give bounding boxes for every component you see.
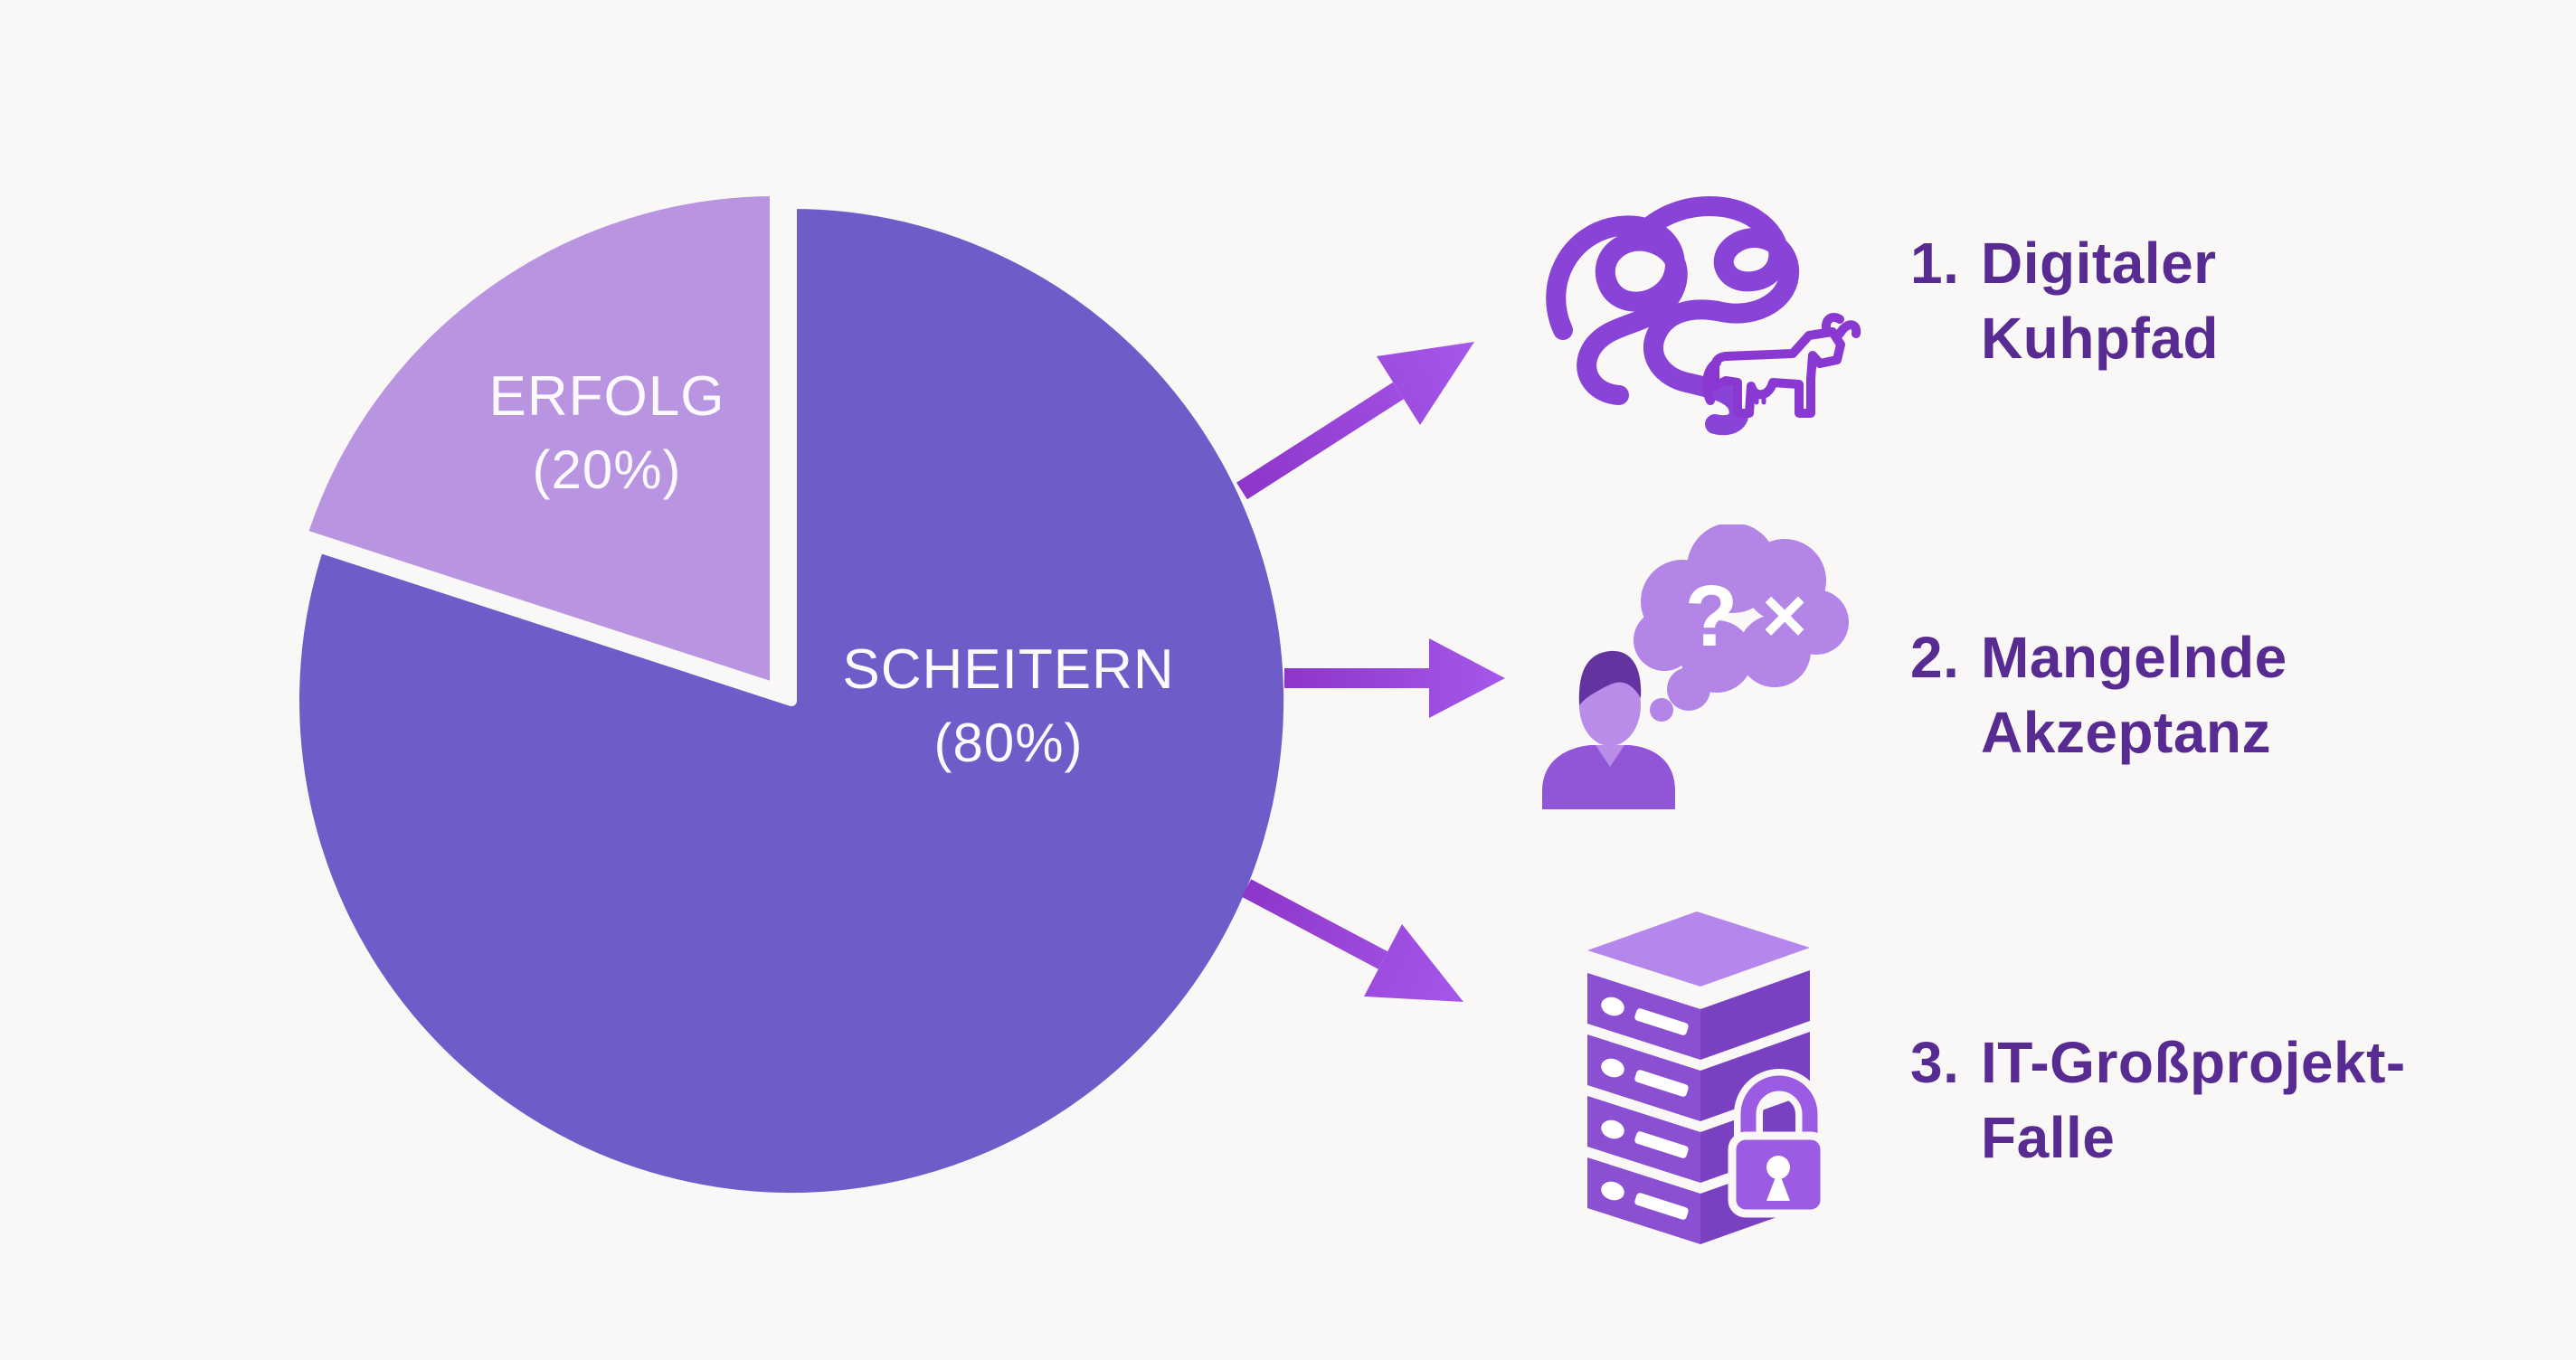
erfolg-value: (20%) bbox=[532, 439, 682, 500]
reason-3-line2: Falle bbox=[1981, 1105, 2116, 1171]
reason-1-line1: Digitaler bbox=[1981, 231, 2217, 296]
arrow-to-akzeptanz bbox=[1284, 638, 1505, 718]
question-mark-glyph: ? bbox=[1685, 568, 1738, 665]
person-doubt-icon: ? × bbox=[1529, 524, 1863, 836]
reason-3-text: IT-Großprojekt- Falle bbox=[1981, 1025, 2406, 1176]
pie-label-scheitern: SCHEITERN (80%) bbox=[782, 633, 1235, 779]
pie-slice-erfolg bbox=[297, 185, 781, 694]
scheitern-value: (80%) bbox=[933, 712, 1084, 773]
reason-item-2: 2. Mangelnde Akzeptanz bbox=[1910, 620, 2287, 770]
server-stack-icon bbox=[1587, 911, 1810, 1244]
reason-1-line2: Kuhpfad bbox=[1981, 306, 2219, 372]
reason-2-number: 2. bbox=[1910, 625, 1960, 690]
reason-2-text: Mangelnde Akzeptanz bbox=[1981, 620, 2287, 770]
arrow-to-kuhpfad bbox=[1236, 342, 1474, 500]
reason-3-number: 3. bbox=[1910, 1030, 1960, 1095]
person-icon bbox=[1542, 650, 1675, 809]
scheitern-name: SCHEITERN bbox=[842, 638, 1175, 701]
padlock-icon bbox=[1728, 1069, 1829, 1218]
reason-1-number: 1. bbox=[1910, 231, 1960, 296]
reason-item-3: 3. IT-Großprojekt- Falle bbox=[1910, 1025, 2406, 1176]
reason-item-1: 1. Digitaler Kuhpfad bbox=[1910, 226, 2219, 376]
cross-glyph: × bbox=[1762, 572, 1807, 659]
thought-bubble-icon bbox=[1634, 524, 1849, 722]
cow-icon bbox=[1701, 313, 1861, 418]
reason-3-line1: IT-Großprojekt- bbox=[1981, 1030, 2406, 1095]
server-lock-icon bbox=[1551, 904, 1850, 1266]
arrow-to-grossprojekt bbox=[1241, 879, 1463, 1002]
reason-2-line2: Akzeptanz bbox=[1981, 700, 2271, 766]
reason-2-line1: Mangelnde bbox=[1981, 625, 2287, 690]
erfolg-name: ERFOLG bbox=[488, 365, 725, 428]
pie-slice-scheitern bbox=[289, 198, 1295, 1204]
reason-1-text: Digitaler Kuhpfad bbox=[1981, 226, 2219, 376]
tangled-path-cow-icon bbox=[1529, 176, 1908, 475]
pie-label-erfolg: ERFOLG (20%) bbox=[426, 360, 788, 505]
